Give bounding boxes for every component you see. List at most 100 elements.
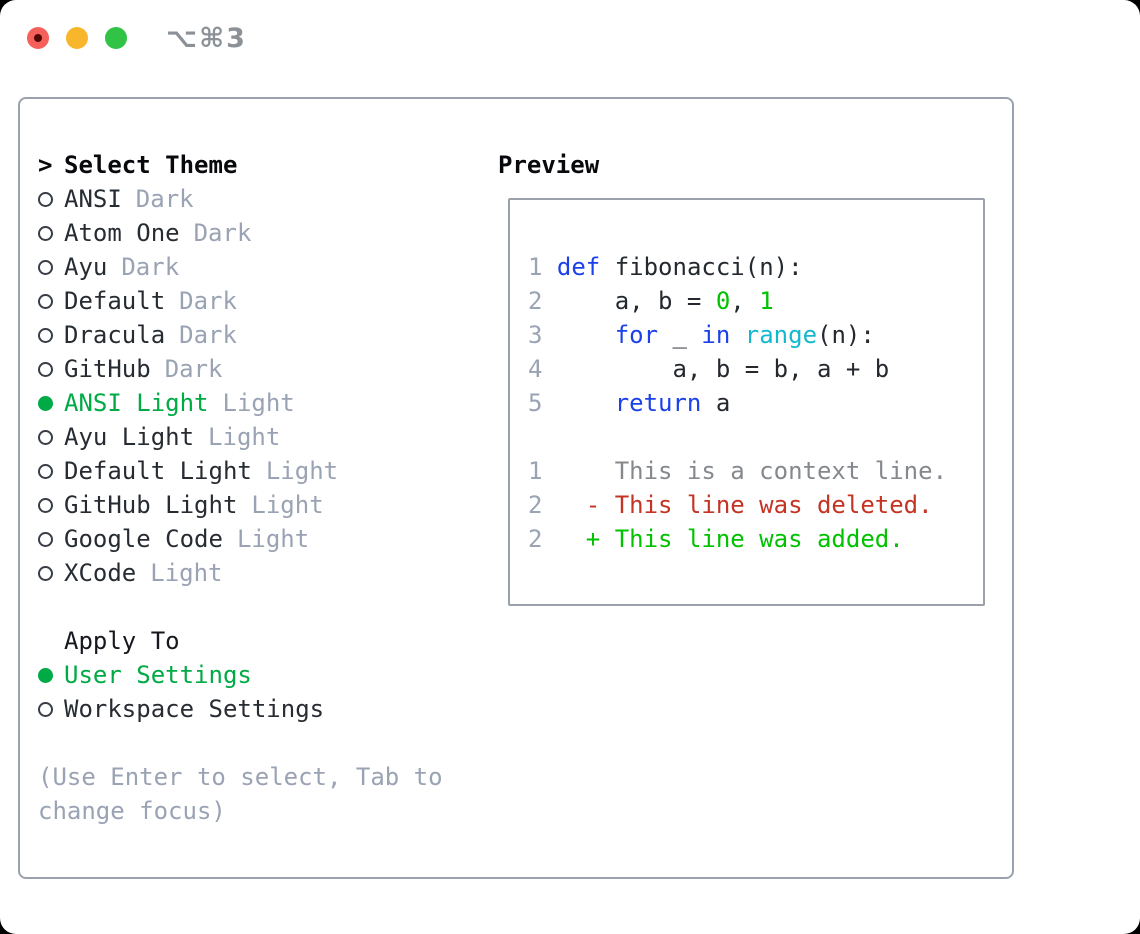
variant-tag: Light xyxy=(150,559,223,587)
spacer xyxy=(38,726,443,760)
variant-tag: Light xyxy=(251,491,324,519)
prompt-caret-icon: > xyxy=(38,151,53,179)
code-segment: _ xyxy=(658,321,702,349)
apply-option-workspace-settings[interactable]: Workspace Settings xyxy=(38,692,443,726)
apply-option-user-settings[interactable]: User Settings xyxy=(38,658,443,692)
radio-icon xyxy=(38,429,53,445)
code-segment: 1 xyxy=(759,287,774,315)
radio-selected-icon xyxy=(38,395,53,411)
help-line: change focus) xyxy=(38,797,226,825)
code-segment: a, b = b, a + b xyxy=(556,355,890,383)
code-segment: a xyxy=(701,389,731,417)
option-label: ANSI Light xyxy=(64,389,209,417)
radio-icon xyxy=(38,191,53,207)
preview-title: Preview xyxy=(498,151,600,179)
theme-option-github-light[interactable]: GitHub Light Light xyxy=(38,488,443,522)
code-segment: This is a context line. xyxy=(556,457,948,485)
radio-icon xyxy=(38,259,53,275)
help-line: (Use Enter to select, Tab to xyxy=(38,763,443,791)
variant-tag: Dark xyxy=(179,321,237,349)
variant-tag: Light xyxy=(208,423,281,451)
option-label: Google Code xyxy=(64,525,223,553)
radio-icon xyxy=(38,327,53,343)
radio-icon xyxy=(38,497,53,513)
close-button[interactable] xyxy=(27,27,49,49)
close-dot-icon xyxy=(34,34,42,42)
variant-tag: Light xyxy=(265,457,339,485)
code-line: 2 - This line was deleted. xyxy=(528,488,983,522)
theme-option-dracula[interactable]: Dracula Dark xyxy=(38,318,443,352)
theme-option-ansi[interactable]: ANSI Dark xyxy=(38,182,443,216)
option-label: Ayu Light xyxy=(64,423,195,451)
line-number: 2 xyxy=(528,287,543,315)
apply-to-label: Apply To xyxy=(64,627,180,655)
code-segment xyxy=(557,321,615,349)
variant-tag: Dark xyxy=(179,287,237,315)
theme-option-ansi-light[interactable]: ANSI Light Light xyxy=(38,386,443,420)
code-line: 4 a, b = b, a + b xyxy=(528,352,983,386)
radio-icon xyxy=(38,293,53,309)
option-label: Dracula xyxy=(64,321,166,349)
radio-icon xyxy=(38,701,53,717)
option-label: User Settings xyxy=(64,661,252,689)
code-line xyxy=(528,420,983,454)
option-label: XCode xyxy=(64,559,137,587)
line-number: 2 xyxy=(528,491,543,519)
option-label: ANSI xyxy=(64,185,122,213)
option-label: Atom One xyxy=(64,219,180,247)
code-segment xyxy=(730,321,744,349)
code-segment: def xyxy=(556,253,601,281)
code-segment: a, b = xyxy=(556,287,716,315)
code-segment: - This line was deleted. xyxy=(556,491,933,519)
radio-selected-icon xyxy=(38,667,53,683)
minimize-button[interactable] xyxy=(66,27,88,49)
option-label: Default xyxy=(64,287,166,315)
theme-option-xcode[interactable]: XCode Light xyxy=(38,556,443,590)
radio-icon xyxy=(38,565,53,581)
code-segment: 0 xyxy=(715,287,731,315)
select-theme-label: Select Theme xyxy=(64,151,238,179)
line-number: 2 xyxy=(528,525,543,553)
code-segment: for xyxy=(614,321,659,349)
option-label: Ayu xyxy=(64,253,108,281)
code-segment: return xyxy=(614,389,702,417)
code-segment xyxy=(557,389,615,417)
radio-icon xyxy=(38,463,53,479)
line-number: 1 xyxy=(528,253,543,281)
radio-icon xyxy=(38,531,53,547)
variant-tag: Dark xyxy=(164,355,223,383)
line-number: 5 xyxy=(528,389,543,417)
window-title: ⌥⌘3 xyxy=(166,23,247,54)
theme-option-default[interactable]: Default Dark xyxy=(38,284,443,318)
variant-tag: Light xyxy=(236,525,310,553)
select-theme-header: > Select Theme xyxy=(38,148,443,182)
code-line: 2 + This line was added. xyxy=(528,522,983,556)
theme-option-atom-one[interactable]: Atom One Dark xyxy=(38,216,443,250)
code-segment: fibonacci(n): xyxy=(600,253,803,281)
code-segment: + This line was added. xyxy=(556,525,904,553)
radio-icon xyxy=(38,225,53,241)
theme-option-ayu-light[interactable]: Ayu Light Light xyxy=(38,420,443,454)
option-label: Default Light xyxy=(64,457,252,485)
code-line: 1 def fibonacci(n): xyxy=(528,250,983,284)
variant-tag: Dark xyxy=(135,185,194,213)
line-number: 4 xyxy=(528,355,543,383)
option-label: GitHub Light xyxy=(64,491,238,519)
option-label: GitHub xyxy=(64,355,151,383)
radio-icon xyxy=(38,361,53,377)
theme-option-github[interactable]: GitHub Dark xyxy=(38,352,443,386)
theme-option-default-light[interactable]: Default Light Light xyxy=(38,454,443,488)
variant-tag: Light xyxy=(222,389,295,417)
variant-tag: Dark xyxy=(193,219,252,247)
zoom-button[interactable] xyxy=(105,27,127,49)
theme-option-google-code[interactable]: Google Code Light xyxy=(38,522,443,556)
spacer xyxy=(38,590,443,624)
